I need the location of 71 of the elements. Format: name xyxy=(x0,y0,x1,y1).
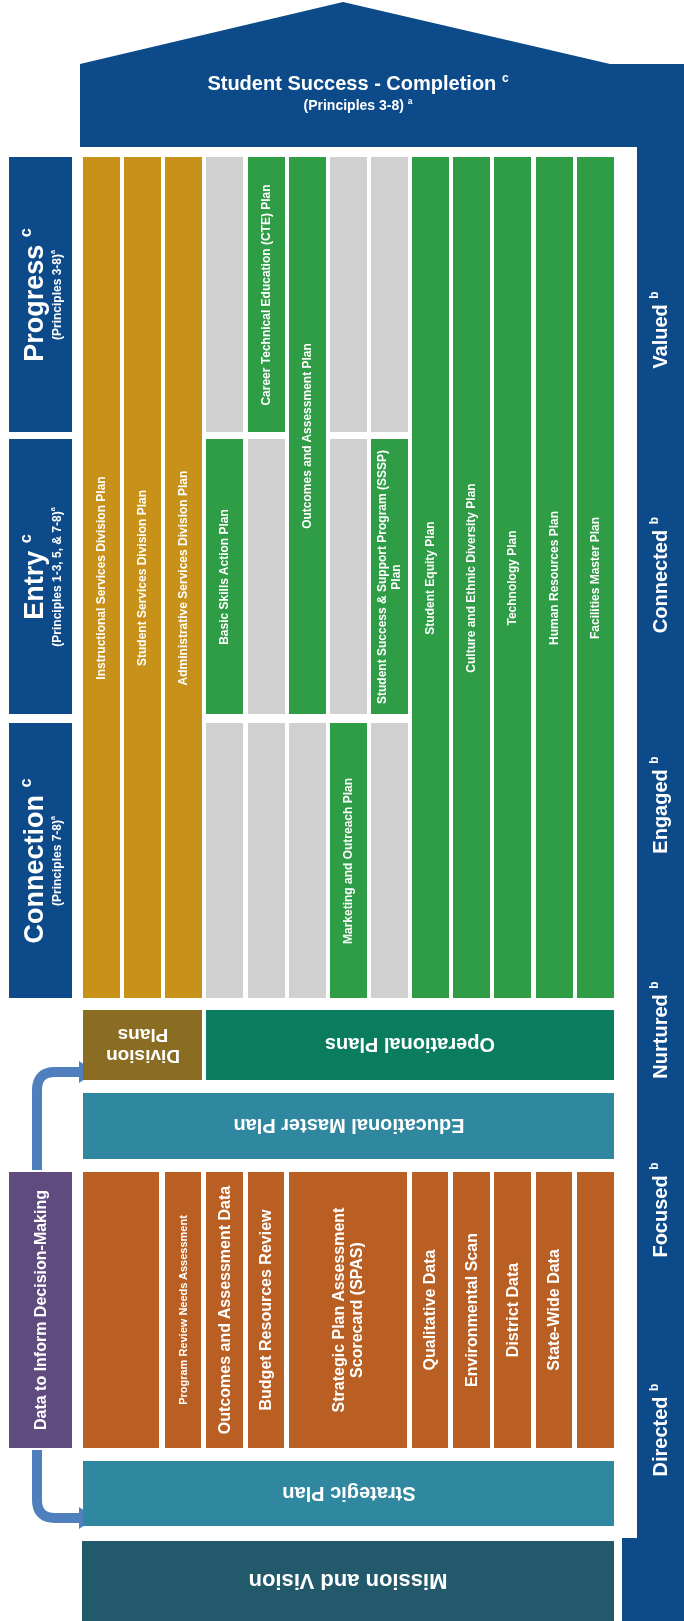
stage-box xyxy=(9,439,72,714)
plan-label: Marketing and Outreach Plan xyxy=(341,777,356,944)
empty-column xyxy=(330,157,367,432)
empty-column xyxy=(248,439,285,714)
plan-label: Division Plans xyxy=(105,1024,180,1066)
plan-label: Program Review Needs Assessment xyxy=(176,1215,190,1405)
plan-column xyxy=(206,1172,243,1448)
plan-column xyxy=(248,157,285,432)
empty-column xyxy=(206,723,243,998)
empty-column xyxy=(577,1172,614,1448)
empty-column xyxy=(248,723,285,998)
plan-label: Environmental Scan xyxy=(462,1233,481,1387)
plan-column xyxy=(165,157,202,998)
stage-box xyxy=(9,157,72,432)
plan-label: Outcomes and Assessment Data xyxy=(215,1185,234,1435)
house-roof xyxy=(80,0,684,147)
plan-label: Mission and Vision xyxy=(248,1568,448,1594)
plan-label: Facilities Master Plan xyxy=(588,516,603,639)
plan-column xyxy=(577,157,614,998)
plan-column xyxy=(124,157,161,998)
empty-column xyxy=(371,157,408,432)
plan-label: Instructional Services Division Plan xyxy=(94,475,109,680)
title-text: Student Success - Completion $^{c}$ xyxy=(207,72,509,95)
plan-band xyxy=(83,1093,614,1159)
plan-column xyxy=(9,1172,72,1448)
plan-label: State-Wide Data xyxy=(544,1249,563,1371)
plan-label: District Data xyxy=(503,1262,522,1358)
plan-column xyxy=(289,1172,407,1448)
plan-label: Student Services Division Plan xyxy=(135,489,150,666)
plan-label: Administrative Services Division Plan xyxy=(176,470,191,685)
plan-label: Culture and Ethnic Diversity Plan xyxy=(464,482,479,673)
subtitle-text: (Principles 3-8) $^{a}$ xyxy=(303,97,413,113)
plan-label: Student Equity Plan xyxy=(423,520,438,635)
plan-column xyxy=(248,1172,284,1448)
plan-label: Strategic Plan xyxy=(281,1482,416,1505)
plan-label: Educational Master Plan xyxy=(232,1115,465,1137)
plan-band xyxy=(206,1010,614,1080)
plan-band xyxy=(83,1010,202,1080)
empty-column xyxy=(289,723,326,998)
plan-label: Outcomes and Assessment Plan xyxy=(300,342,315,529)
plan-column xyxy=(536,157,573,998)
plan-column xyxy=(371,439,408,714)
plan-label: Career Technical Education (CTE) Plan xyxy=(259,183,274,406)
plan-column xyxy=(494,157,531,998)
plan-column xyxy=(83,157,120,998)
plan-label: Human Resources Plan xyxy=(547,510,562,645)
plan-label: Operational Plans xyxy=(324,1034,496,1056)
plan-label: Data to Inform Decision-Making xyxy=(31,1190,50,1430)
empty-column xyxy=(206,157,243,432)
plan-band xyxy=(82,1541,614,1621)
plan-column xyxy=(453,157,490,998)
plan-label: Basic Skills Action Plan xyxy=(217,508,232,645)
empty-column xyxy=(330,439,367,714)
plan-column xyxy=(165,1172,201,1448)
plan-column xyxy=(536,1172,572,1448)
plan-column xyxy=(453,1172,490,1448)
plan-column xyxy=(412,1172,448,1448)
plan-column xyxy=(289,157,326,714)
plan-label: Strategic Plan Assessment Scorecard (SPAS) xyxy=(329,1206,366,1415)
empty-column xyxy=(371,723,408,998)
plan-band xyxy=(83,1461,614,1526)
empty-column xyxy=(83,1172,159,1448)
plan-column xyxy=(412,157,449,998)
stage-box xyxy=(9,723,72,998)
plan-label: Technology Plan xyxy=(505,529,520,626)
plan-column xyxy=(494,1172,531,1448)
plan-label: Qualitative Data xyxy=(420,1249,439,1371)
plan-column xyxy=(330,723,367,998)
plan-label: Budget Resources Review xyxy=(256,1209,275,1411)
plan-label: Student Success & Support Program (SSSP) Plan xyxy=(375,448,404,706)
plan-column xyxy=(206,439,243,714)
